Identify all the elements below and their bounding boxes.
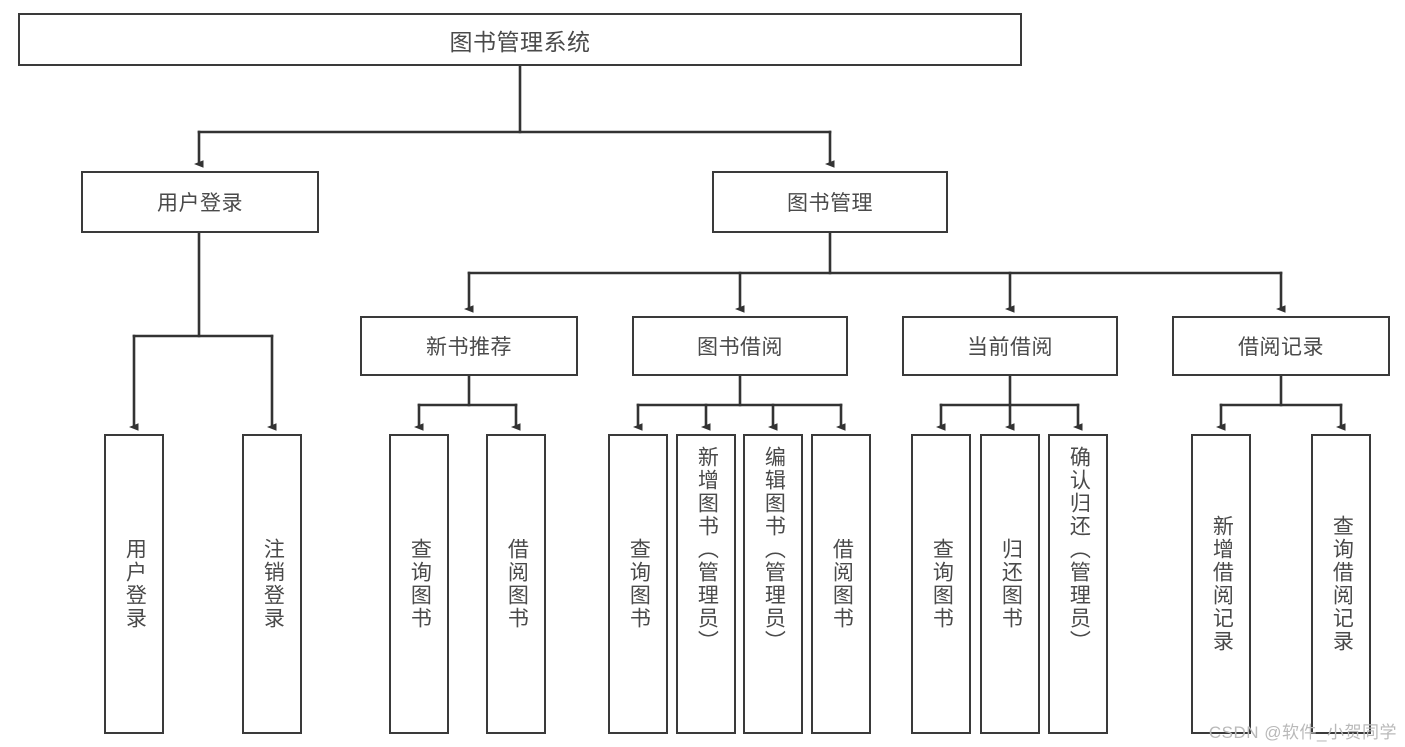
node-borrow-record[interactable]: 借阅记录 [1172, 316, 1390, 376]
node-book-manage-label: 图书管理 [787, 192, 873, 215]
node-leaf-confirm-return[interactable]: 确认归还（管理员） [1048, 434, 1108, 734]
node-leaf-logout-label: 注销登录 [261, 538, 285, 630]
node-leaf-return-book[interactable]: 归还图书 [980, 434, 1040, 734]
node-leaf-add-book[interactable]: 新增图书（管理员） [676, 434, 736, 734]
node-borrow-record-label: 借阅记录 [1238, 336, 1324, 359]
node-current-borrow-label: 当前借阅 [967, 336, 1053, 359]
node-new-book-recommend-label: 新书推荐 [426, 336, 512, 359]
node-current-borrow[interactable]: 当前借阅 [902, 316, 1118, 376]
node-book-borrow-label: 图书借阅 [697, 336, 783, 359]
node-book-borrow[interactable]: 图书借阅 [632, 316, 848, 376]
node-leaf-borrow-book-2[interactable]: 借阅图书 [811, 434, 871, 734]
node-leaf-add-record[interactable]: 新增借阅记录 [1191, 434, 1251, 734]
node-leaf-query-book-3-label: 查询图书 [930, 538, 954, 630]
node-user-login-label: 用户登录 [157, 192, 243, 215]
node-leaf-logout[interactable]: 注销登录 [242, 434, 302, 734]
node-user-login[interactable]: 用户登录 [81, 171, 319, 233]
node-leaf-confirm-return-label: 确认归还（管理员） [1067, 446, 1091, 653]
node-leaf-add-record-label: 新增借阅记录 [1210, 515, 1234, 653]
node-root-label: 图书管理系统 [449, 28, 591, 55]
node-leaf-query-book-1[interactable]: 查询图书 [389, 434, 449, 734]
node-leaf-query-record-label: 查询借阅记录 [1330, 515, 1354, 653]
node-leaf-query-record[interactable]: 查询借阅记录 [1311, 434, 1371, 734]
node-leaf-user-login[interactable]: 用户登录 [104, 434, 164, 734]
node-leaf-user-login-label: 用户登录 [123, 538, 147, 630]
node-leaf-add-book-label: 新增图书（管理员） [695, 446, 719, 653]
node-leaf-borrow-book-1-label: 借阅图书 [505, 538, 529, 630]
node-book-manage[interactable]: 图书管理 [712, 171, 948, 233]
node-leaf-edit-book[interactable]: 编辑图书（管理员） [743, 434, 803, 734]
node-leaf-return-book-label: 归还图书 [999, 538, 1023, 630]
node-leaf-borrow-book-2-label: 借阅图书 [830, 538, 854, 630]
node-leaf-query-book-2-label: 查询图书 [627, 538, 651, 630]
node-leaf-query-book-1-label: 查询图书 [408, 538, 432, 630]
node-root[interactable]: 图书管理系统 [18, 13, 1022, 66]
node-leaf-query-book-3[interactable]: 查询图书 [911, 434, 971, 734]
node-leaf-borrow-book-1[interactable]: 借阅图书 [486, 434, 546, 734]
watermark-csdn: CSDN @软件_小贺同学 [1208, 723, 1397, 742]
node-leaf-edit-book-label: 编辑图书（管理员） [762, 446, 786, 653]
node-leaf-query-book-2[interactable]: 查询图书 [608, 434, 668, 734]
node-new-book-recommend[interactable]: 新书推荐 [360, 316, 578, 376]
